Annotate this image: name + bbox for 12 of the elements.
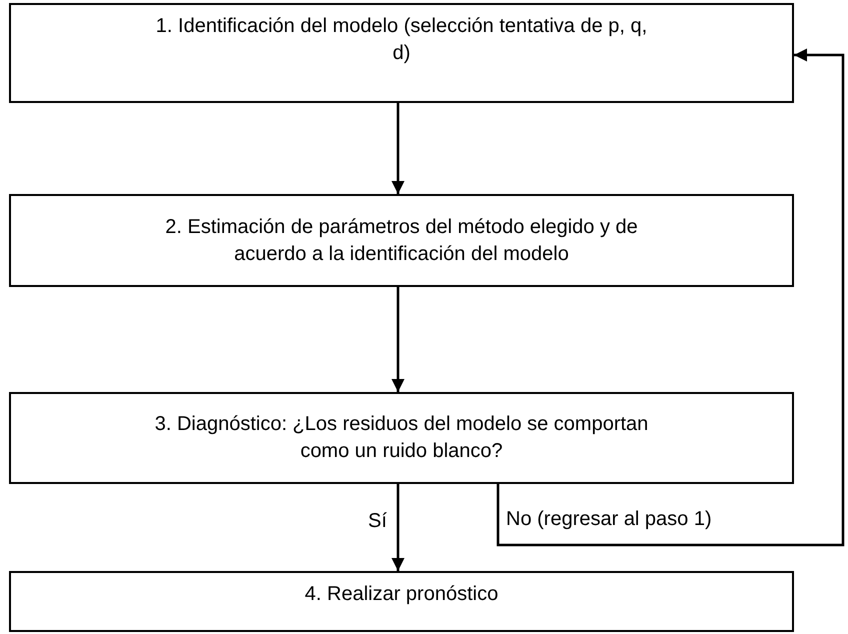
arrow: [496, 48, 844, 546]
step-text: 4. Realizar pronóstico: [304, 582, 498, 607]
process-box: [9, 392, 794, 484]
arrow: [392, 103, 404, 194]
step-text: 1. Identificación del modelo (selección tentativa de p, q, d): [154, 14, 648, 66]
step-text: 2. Estimación de parámetros del método elegido y de acuerdo a la identificación del modelo: [164, 214, 639, 266]
step-text: 3. Diagnóstico: ¿Los residuos del modelo se comportan como un ruido blanco?: [154, 412, 650, 464]
arrow: [392, 484, 404, 571]
process-box: [9, 571, 794, 632]
process-box: [9, 3, 794, 103]
process-box: [9, 194, 794, 287]
arrow: [392, 287, 404, 392]
